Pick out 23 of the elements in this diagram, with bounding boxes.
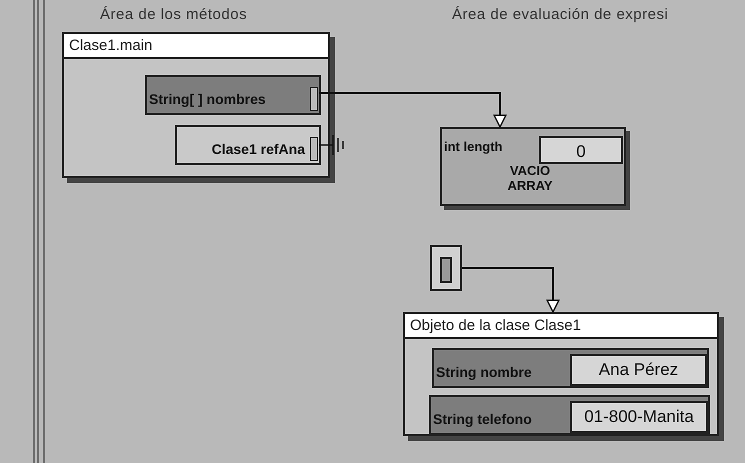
- area-heading: Área de evaluación de expresi: [452, 6, 668, 23]
- reference-arrow: [319, 92, 507, 128]
- reference-box: [430, 245, 462, 291]
- value-field: [570, 401, 708, 433]
- variable-field: [175, 125, 321, 165]
- field-value: Ana Pérez: [598, 360, 680, 380]
- value-field: [539, 136, 623, 164]
- field-value: 0: [575, 142, 587, 162]
- variable-field: [145, 75, 321, 115]
- variable-field: [429, 395, 710, 435]
- field-value: 01-800-Manita: [583, 407, 695, 427]
- field-name: int length: [444, 139, 502, 154]
- reference-arrow: [462, 267, 560, 313]
- array-status: VACIO ARRAY: [506, 163, 554, 193]
- frame-title: Clase1.main: [64, 34, 328, 59]
- variable-field: [432, 348, 709, 388]
- area-heading: Área de los métodos: [100, 6, 248, 23]
- variable-name: String[ ] nombres: [149, 91, 266, 107]
- variable-name: String telefono: [433, 411, 532, 427]
- value-field: [570, 354, 707, 386]
- variable-name: String nombre: [436, 364, 532, 380]
- variable-name: Clase1 refAna: [212, 141, 305, 157]
- frame-title: Objeto de la clase Clase1: [405, 314, 717, 339]
